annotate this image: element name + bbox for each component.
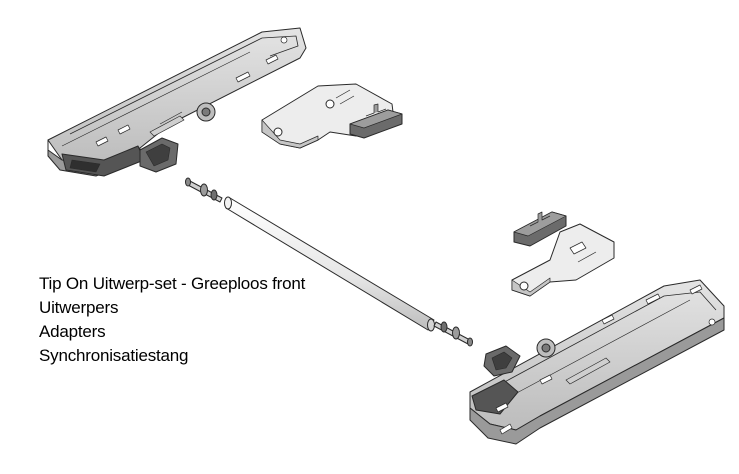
adapter-plate-upper-icon bbox=[261, 83, 403, 149]
connector-pin-left-icon bbox=[185, 177, 223, 203]
ejector-lower-right-icon bbox=[469, 279, 725, 445]
legend-text-block: Tip On Uitwerp-set - Greeploos front Uit… bbox=[39, 272, 305, 368]
legend-title: Tip On Uitwerp-set - Greeploos front bbox=[39, 274, 306, 293]
connector-pin-right-icon bbox=[433, 321, 473, 347]
ejector-upper-left-icon bbox=[47, 27, 307, 177]
legend-item-adapters: Adapters bbox=[39, 322, 106, 341]
legend-item-ejectors: Uitwerpers bbox=[39, 298, 119, 317]
adapter-plate-lower-icon bbox=[511, 211, 615, 297]
legend-item-sync-rod: Synchronisatiestang bbox=[39, 346, 189, 365]
